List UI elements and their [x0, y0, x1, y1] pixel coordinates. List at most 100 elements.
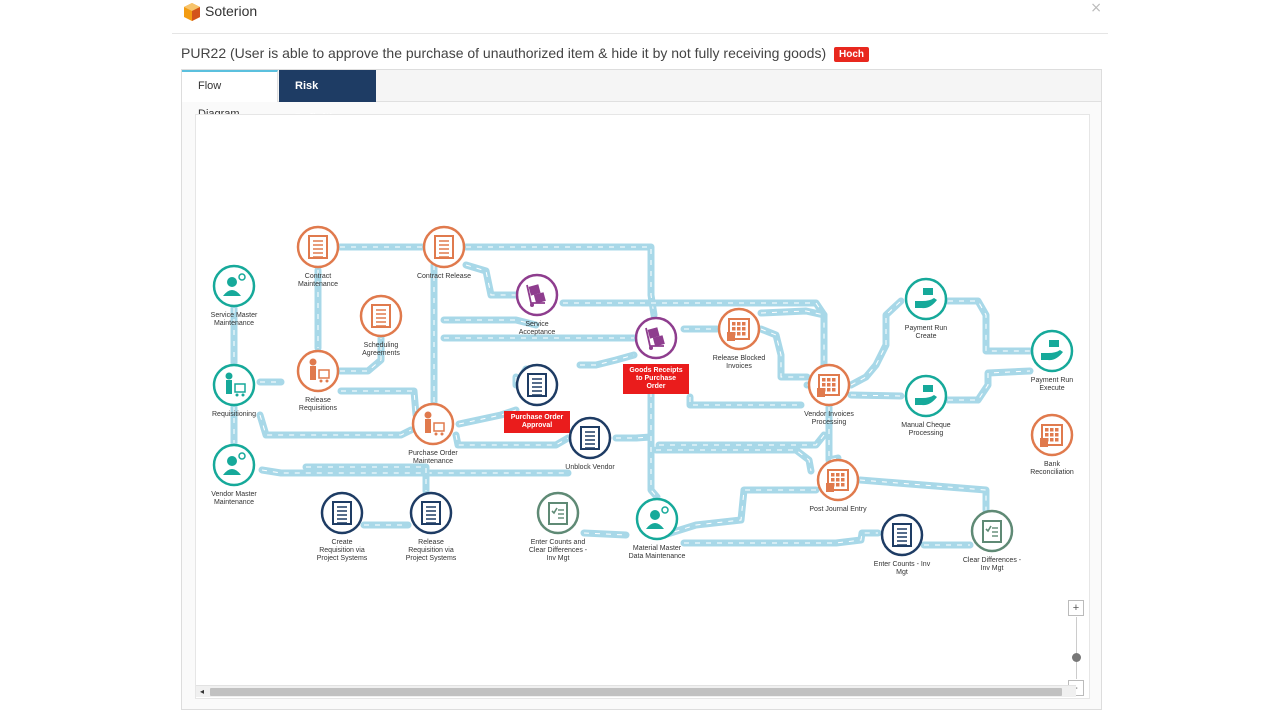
person-cart-icon	[225, 372, 246, 397]
node-ring	[296, 225, 340, 269]
road-segment	[655, 431, 828, 449]
road-segment	[440, 316, 540, 329]
road-lane-marking	[656, 449, 812, 472]
document-icon	[421, 501, 441, 525]
road-segment	[256, 411, 415, 439]
calculator-icon	[817, 374, 840, 397]
hand-money-icon	[915, 385, 937, 406]
road-segment	[452, 431, 572, 449]
highlight-label-box	[623, 364, 689, 394]
road-lane-marking	[341, 390, 417, 416]
node-ring	[970, 509, 1014, 553]
road-segment	[944, 367, 1034, 404]
node-label: Requisitioning	[212, 411, 256, 418]
road-lane-marking	[663, 489, 816, 536]
road-lane-marking	[850, 300, 902, 386]
node-unblock-vendor[interactable]: Unblock Vendor	[565, 416, 615, 471]
node-label: Clear Differences -Inv Mgt	[963, 557, 1022, 572]
node-label: Post Journal Entry	[809, 506, 867, 513]
road-segment	[847, 297, 905, 389]
road-lane-marking	[515, 368, 527, 387]
close-icon[interactable]: ×	[1090, 0, 1102, 16]
road-lane-marking	[760, 310, 825, 316]
road-segment	[686, 393, 805, 409]
road-lane-marking	[948, 300, 1030, 352]
road-lane-marking	[684, 532, 878, 544]
road-lane-marking	[760, 328, 807, 378]
tab-risk-definition[interactable]: Risk Definition	[279, 70, 376, 124]
tab-flow-diagram[interactable]: Flow Diagram	[182, 70, 278, 120]
road-lane-marking	[465, 264, 537, 296]
node-ring	[409, 491, 453, 535]
node-clear-differences-inv-mgt[interactable]: Clear Differences -Inv Mgt	[963, 509, 1022, 572]
road-segment	[576, 351, 638, 369]
node-contract-release[interactable]: Contract Release	[417, 225, 471, 280]
document-icon	[308, 235, 328, 259]
zoom-slider-handle[interactable]	[1072, 653, 1081, 662]
node-requisitioning[interactable]: Requisitioning	[212, 363, 256, 418]
node-post-journal-entry[interactable]: Post Journal Entry	[809, 458, 867, 513]
road-lane-marking	[580, 354, 635, 366]
document-icon	[371, 304, 391, 328]
risk-heading: PUR22 (User is able to approve the purch…	[181, 45, 870, 63]
node-ring	[904, 374, 948, 418]
document-icon	[580, 426, 600, 450]
horizontal-scrollbar[interactable]: ◂	[196, 685, 1076, 697]
zoom-in-button[interactable]: +	[1068, 600, 1084, 616]
node-label: Contract Release	[417, 273, 471, 280]
node-ring	[536, 491, 580, 535]
scrollbar-thumb[interactable]	[210, 688, 1062, 696]
node-ring	[880, 513, 924, 557]
road-lane-marking	[455, 434, 569, 446]
zoom-slider-track[interactable]	[1076, 617, 1077, 679]
person-pin-icon	[223, 452, 246, 475]
scroll-left-icon[interactable]: ◂	[199, 687, 204, 696]
hand-truck-icon	[645, 327, 665, 350]
road-lane-marking	[948, 370, 1031, 401]
road-lane-marking	[583, 532, 627, 536]
app-title: Soterion	[205, 3, 258, 19]
road-lane-marking	[306, 466, 427, 491]
road-segment	[647, 366, 661, 501]
node-ring	[568, 416, 612, 460]
content-panel: Flow Diagram Risk Definition Service Mas…	[181, 69, 1102, 710]
calculator-icon	[1040, 424, 1063, 447]
node-ring	[515, 363, 559, 407]
node-ring	[296, 349, 340, 393]
calculator-icon	[727, 318, 750, 341]
person-cart-icon	[424, 411, 445, 436]
